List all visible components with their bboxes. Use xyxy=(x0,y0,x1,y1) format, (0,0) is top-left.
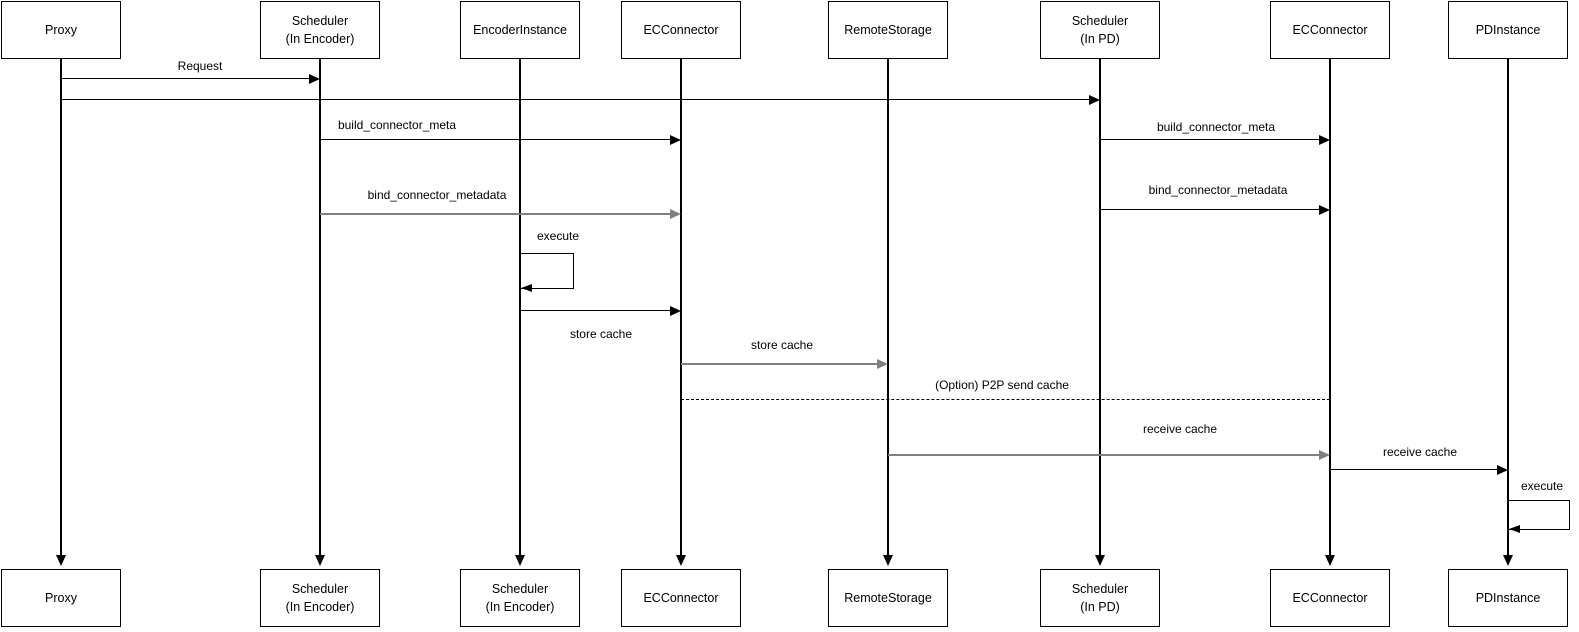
message-receive-cache-to-pd-line xyxy=(1330,469,1499,471)
participant-label: ECConnector xyxy=(643,22,719,37)
message-execute-pd-arrowhead-left xyxy=(1509,524,1520,533)
participant-label: ECConnector xyxy=(1292,22,1368,37)
message-execute-pd-label: execute xyxy=(1520,479,1564,493)
participant-label: RemoteStorage xyxy=(844,22,932,37)
message-store-cache-to-connector-label: store cache xyxy=(569,327,633,341)
participant-label: (In Encoder) xyxy=(285,600,355,614)
message-store-cache-to-remote-line xyxy=(681,363,879,365)
lifeline-proxy xyxy=(60,59,62,556)
participant-pd-instance-bottom-box: PDInstance xyxy=(1448,569,1568,627)
participant-label: (In Encoder) xyxy=(285,32,355,46)
lifeline-remote-storage-arrowhead-down xyxy=(883,555,893,566)
participant-pd-instance-top-box: PDInstance xyxy=(1448,1,1568,59)
message-bind-connector-metadata-pd-label: bind_connector_metadata xyxy=(1148,183,1288,197)
participant-label: PDInstance xyxy=(1475,22,1541,37)
message-bind-connector-metadata-pd-arrowhead-right xyxy=(1319,205,1330,215)
participant-encoder-instance-top-box: EncoderInstance xyxy=(460,1,580,59)
lifeline-scheduler-in-pd xyxy=(1099,59,1101,556)
participant-scheduler-in-encoder-bottom-box: Scheduler (In Encoder) xyxy=(260,569,380,627)
lifeline-ec-connector-arrowhead-down xyxy=(676,555,686,566)
message-build-connector-meta-encoder-arrowhead-right xyxy=(670,135,681,145)
message-store-cache-to-connector-line xyxy=(520,310,672,312)
participant-label: Scheduler xyxy=(291,581,349,596)
message-p2p-send-cache-line xyxy=(681,399,1330,401)
message-build-connector-meta-pd-arrowhead-right xyxy=(1319,135,1330,145)
message-bind-connector-metadata-pd-line xyxy=(1100,209,1321,211)
participant-scheduler-in-pd-top-box: Scheduler (In PD) xyxy=(1040,1,1160,59)
participant-ec-connector-top-box: ECConnector xyxy=(621,1,741,59)
message-store-cache-to-connector-arrowhead-right xyxy=(670,306,681,316)
message-request-arrowhead-right xyxy=(309,74,320,84)
lifeline-pd-instance-arrowhead-down xyxy=(1503,555,1513,566)
message-request-label: Request xyxy=(177,59,223,73)
participant-label: Scheduler xyxy=(291,13,349,28)
lifeline-scheduler-in-encoder xyxy=(319,59,321,556)
message-bind-connector-metadata-encoder-label: bind_connector_metadata xyxy=(367,188,507,202)
message-receive-cache-to-connector-label: receive cache xyxy=(1142,422,1218,436)
message-request-line xyxy=(61,78,311,80)
participant-label: Proxy xyxy=(45,590,77,605)
lifeline-remote-storage xyxy=(887,59,889,556)
message-execute-encoder-loop xyxy=(520,253,574,289)
lifeline-ec-connector-2-arrowhead-down xyxy=(1325,555,1335,566)
participant-label: Proxy xyxy=(45,22,77,37)
message-build-connector-meta-encoder-label: build_connector_meta xyxy=(337,118,457,132)
participant-label: (In Encoder) xyxy=(485,600,555,614)
message-execute-pd-loop xyxy=(1508,500,1570,530)
message-receive-cache-to-connector-line xyxy=(888,454,1321,456)
lifeline-scheduler-in-encoder-arrowhead-down xyxy=(315,555,325,566)
participant-label: RemoteStorage xyxy=(844,590,932,605)
lifeline-scheduler-in-pd-arrowhead-down xyxy=(1095,555,1105,566)
message-bind-connector-metadata-encoder-line xyxy=(320,213,672,215)
lifeline-encoder-instance xyxy=(519,59,521,556)
message-execute-encoder-arrowhead-left xyxy=(521,283,532,292)
participant-scheduler-in-pd-bottom-box: Scheduler (In PD) xyxy=(1040,569,1160,627)
participant-remote-storage-bottom-box: RemoteStorage xyxy=(828,569,948,627)
participant-proxy-bottom-box: Proxy xyxy=(1,569,121,627)
participant-label: ECConnector xyxy=(643,590,719,605)
message-execute-encoder-label: execute xyxy=(536,229,580,243)
participant-label: ECConnector xyxy=(1292,590,1368,605)
message-p2p-send-cache-label: (Option) P2P send cache xyxy=(935,378,1069,392)
participant-ec-connector-bottom-box: ECConnector xyxy=(621,569,741,627)
participant-proxy-top-box: Proxy xyxy=(1,1,121,59)
message-store-cache-to-remote-arrowhead-right xyxy=(877,359,888,369)
participant-label: Scheduler xyxy=(491,581,549,596)
message-request-forward-arrowhead-right xyxy=(1089,95,1100,105)
participant-label: Scheduler xyxy=(1071,13,1129,28)
message-receive-cache-to-pd-arrowhead-right xyxy=(1497,465,1508,475)
message-build-connector-meta-pd-line xyxy=(1100,139,1321,141)
participant-label: EncoderInstance xyxy=(473,22,567,37)
message-build-connector-meta-pd-label: build_connector_meta xyxy=(1156,120,1276,134)
participant-encoder-instance-bottom-box: Scheduler (In Encoder) xyxy=(460,569,580,627)
participant-label: PDInstance xyxy=(1475,590,1541,605)
message-store-cache-to-remote-label: store cache xyxy=(750,338,814,352)
participant-remote-storage-top-box: RemoteStorage xyxy=(828,1,948,59)
lifeline-encoder-instance-arrowhead-down xyxy=(515,555,525,566)
participant-label: (In PD) xyxy=(1080,32,1120,46)
lifeline-ec-connector xyxy=(680,59,682,556)
message-request-forward-line xyxy=(61,99,1091,101)
participant-ec-connector-2-top-box: ECConnector xyxy=(1270,1,1390,59)
participant-label: Scheduler xyxy=(1071,581,1129,596)
lifeline-ec-connector-2 xyxy=(1329,59,1331,556)
message-build-connector-meta-encoder-line xyxy=(320,139,672,141)
message-receive-cache-to-pd-label: receive cache xyxy=(1382,445,1458,459)
lifeline-proxy-arrowhead-down xyxy=(56,555,66,566)
participant-label: (In PD) xyxy=(1080,600,1120,614)
participant-ec-connector-2-bottom-box: ECConnector xyxy=(1270,569,1390,627)
lifeline-pd-instance xyxy=(1507,59,1509,556)
message-receive-cache-to-connector-arrowhead-right xyxy=(1319,450,1330,460)
message-bind-connector-metadata-encoder-arrowhead-right xyxy=(670,209,681,219)
participant-scheduler-in-encoder-top-box: Scheduler (In Encoder) xyxy=(260,1,380,59)
